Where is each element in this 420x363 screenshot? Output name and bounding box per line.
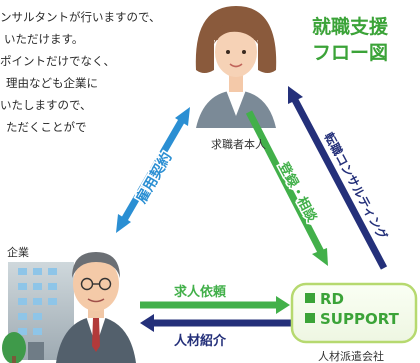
title-line: フロー図 [311, 42, 388, 64]
intro-text: ンサルタントが行いますので、 いただけます。 ポイントだけでなく、 理由なども企… [0, 6, 200, 138]
referral-label: 人材紹介 [174, 333, 227, 349]
bush-icon [2, 332, 26, 363]
intro-line: ただくことがで [6, 120, 87, 134]
intro-line: いたしますので、 [0, 98, 92, 112]
intro-line: いただけます。 [4, 32, 84, 46]
referral-arrow [140, 314, 292, 332]
consulting-label: 転職コンサルティング [321, 130, 390, 242]
rd-support-logo: RD SUPPORT [290, 282, 418, 344]
employment-arrow [116, 107, 190, 233]
diagram-title: 就職支援 フロー図 [290, 14, 410, 66]
intro-line: ポイントだけでなく、 [0, 54, 115, 68]
title-line: 就職支援 [311, 16, 388, 38]
registration-label: 登録・相談 [275, 159, 321, 226]
intro-line: 理由なども企業に [6, 76, 98, 90]
employment-label: 雇用契約 [133, 149, 176, 206]
job-request-label: 求人依頼 [174, 284, 227, 300]
jobseeker-label: 求職者本人 [211, 138, 266, 151]
consulting-arrow [288, 86, 388, 270]
registration-arrow [245, 110, 328, 266]
jobseeker-figure [195, 6, 277, 128]
job-request-arrow [140, 296, 290, 314]
intro-line: ンサルタントが行いますので、 [0, 10, 161, 24]
logo-line2: SUPPORT [320, 310, 400, 328]
company-label: 企業 [7, 246, 29, 259]
logo-line1: RD [320, 290, 344, 308]
agency-label: 人材派遣会社 [318, 350, 384, 363]
company-man-figure [56, 252, 136, 363]
